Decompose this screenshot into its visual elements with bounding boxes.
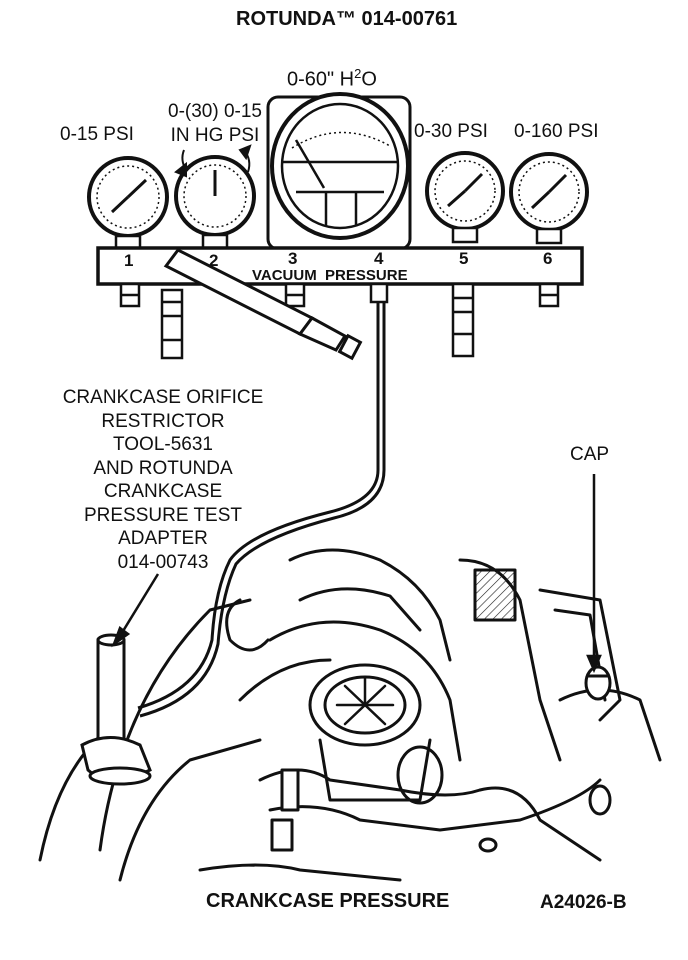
callout-line-6: PRESSURE TEST — [83, 504, 243, 526]
gauge-6-range: 0-160 PSI — [514, 121, 599, 142]
figure-id: A24026-B — [540, 892, 627, 913]
port-number-6: 6 — [543, 249, 552, 268]
gauge-2-range: 0-(30) 0-15 IN HG PSI — [156, 100, 274, 147]
engine-illustration — [38, 548, 662, 882]
callout-line-1: CRANKCASE ORIFICE — [62, 387, 264, 408]
direction-arrows — [174, 144, 252, 178]
adapter-callout: CRANKCASE ORIFICE RESTRICTOR TOOL-5631 A… — [40, 386, 286, 574]
gauge-3-range-sup: 2 — [354, 66, 362, 81]
port-number-1: 1 — [124, 251, 133, 270]
port-number-3: 3 — [288, 249, 297, 268]
callout-line-5: CRANKCASE — [103, 481, 223, 502]
callout-line-8: 014-00743 — [117, 551, 209, 573]
gauge-2-range-line2: IN HG PSI — [170, 124, 260, 146]
diagram-title: ROTUNDA™ 014-00761 — [236, 8, 458, 30]
port-number-5: 5 — [459, 249, 468, 268]
gauge-3-range: 0-60" H2O — [287, 66, 377, 92]
gauge-3-range-prefix: 0-60" H — [287, 68, 355, 91]
gauge-5-range: 0-30 PSI — [414, 121, 488, 142]
restrictor-tool — [163, 248, 363, 361]
gauge-3-range-suffix: O — [361, 68, 377, 91]
callout-line-4: AND ROTUNDA — [93, 457, 233, 479]
port-number-4: 4 — [374, 249, 384, 268]
cap-label: CAP — [570, 444, 610, 465]
gauge-1 — [87, 156, 169, 252]
gauge-2 — [174, 155, 256, 251]
figure-caption: CRANKCASE PRESSURE — [206, 890, 450, 912]
hose — [137, 302, 386, 718]
gauge-5 — [425, 151, 505, 244]
water-gauge — [266, 92, 412, 251]
cap — [584, 665, 612, 701]
callout-line-2: RESTRICTOR — [101, 410, 225, 432]
gauge-6 — [509, 152, 589, 245]
callout-arrows — [111, 474, 602, 674]
callout-line-7: ADAPTER — [118, 528, 208, 549]
fittings — [119, 282, 560, 360]
callout-line-3: TOOL-5631 — [113, 434, 213, 455]
port-number-2: 2 — [209, 251, 218, 270]
gauge-1-range: 0-15 PSI — [60, 124, 134, 145]
manifold-label: VACUUM PRESSURE — [252, 267, 408, 284]
gauge-2-range-line1: 0-(30) 0-15 — [168, 101, 262, 122]
